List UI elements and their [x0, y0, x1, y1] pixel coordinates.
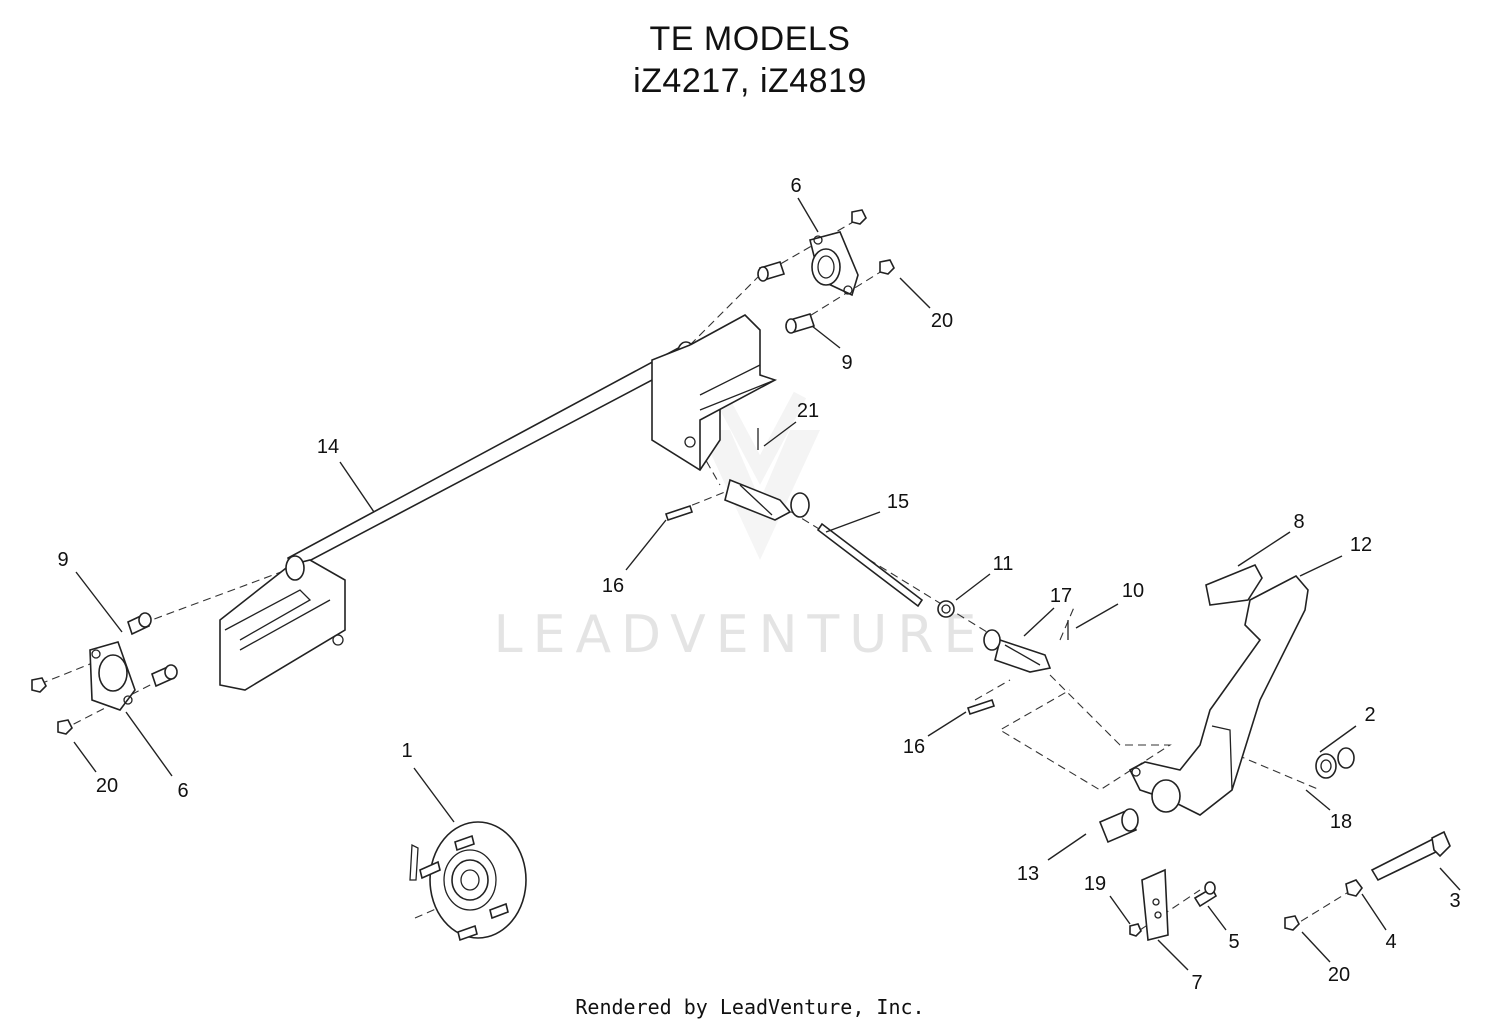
bracket-7 — [1141, 868, 1169, 942]
carriage-bolts-9 — [127, 261, 816, 688]
callout-20-left: 20 — [96, 775, 118, 797]
flange-bearing-6-upper — [809, 231, 859, 297]
callout-16-upper: 16 — [602, 575, 624, 597]
bolt-5 — [1193, 881, 1218, 908]
flange-bearing-6-lower — [89, 641, 136, 711]
washers-2-18 — [1315, 747, 1355, 779]
diagram-title: TE MODELS — [649, 20, 851, 58]
hex-nuts-20 — [31, 209, 1300, 931]
callout-5: 5 — [1228, 931, 1239, 953]
spacer-13 — [1098, 808, 1139, 844]
pedal-pad-8 — [1205, 563, 1263, 606]
clevis-pins-16 — [664, 504, 996, 716]
footer-credit: Rendered by LeadVenture, Inc. — [575, 995, 925, 1019]
callout-18: 18 — [1330, 811, 1352, 833]
callout-19: 19 — [1084, 873, 1106, 895]
leader-lines — [73, 197, 1461, 971]
clevis-17 — [983, 629, 1052, 673]
callout-6-upper: 6 — [790, 175, 801, 197]
assembly-lines — [39, 217, 1356, 931]
pedal-arm-12 — [1128, 574, 1309, 816]
callout-9-upper: 9 — [841, 352, 852, 374]
callout-2: 2 — [1364, 704, 1375, 726]
callout-20-right: 20 — [1328, 964, 1350, 986]
callout-9-lower: 9 — [57, 549, 68, 571]
callout-17: 17 — [1050, 585, 1072, 607]
callout-3: 3 — [1449, 890, 1460, 912]
diagram-subtitle-models: iZ4217, iZ4819 — [633, 62, 867, 100]
callout-1: 1 — [401, 740, 412, 762]
leadventure-watermark-logo — [700, 391, 820, 560]
nut-19 — [1129, 923, 1142, 937]
callout-10: 10 — [1122, 580, 1144, 602]
callout-8: 8 — [1293, 511, 1304, 533]
clevis-upper — [724, 478, 810, 521]
callout-11: 11 — [993, 553, 1014, 575]
callout-numbers: 6 20 9 21 14 15 9 16 8 12 11 17 10 2 16 … — [57, 175, 1460, 994]
callout-14: 14 — [317, 436, 339, 458]
callout-16-lower: 16 — [903, 736, 925, 758]
bushing-11 — [937, 600, 955, 618]
watermark-text: LEADVENTURE — [494, 605, 987, 665]
callout-12: 12 — [1350, 534, 1372, 556]
callout-4: 4 — [1385, 931, 1396, 953]
cotter-pins-10-21 — [757, 428, 1069, 640]
callout-13: 13 — [1017, 863, 1039, 885]
hex-bolt-3 — [1370, 830, 1451, 882]
callout-20-upper: 20 — [931, 310, 953, 332]
callout-15: 15 — [887, 491, 909, 513]
control-rod-15 — [816, 522, 924, 608]
wheel-hub-1 — [409, 821, 527, 942]
nut-4 — [1345, 879, 1363, 897]
callout-21: 21 — [797, 400, 819, 422]
cross-shaft-14 — [219, 314, 778, 691]
callout-7: 7 — [1191, 972, 1202, 994]
callout-6-lower: 6 — [177, 780, 188, 802]
